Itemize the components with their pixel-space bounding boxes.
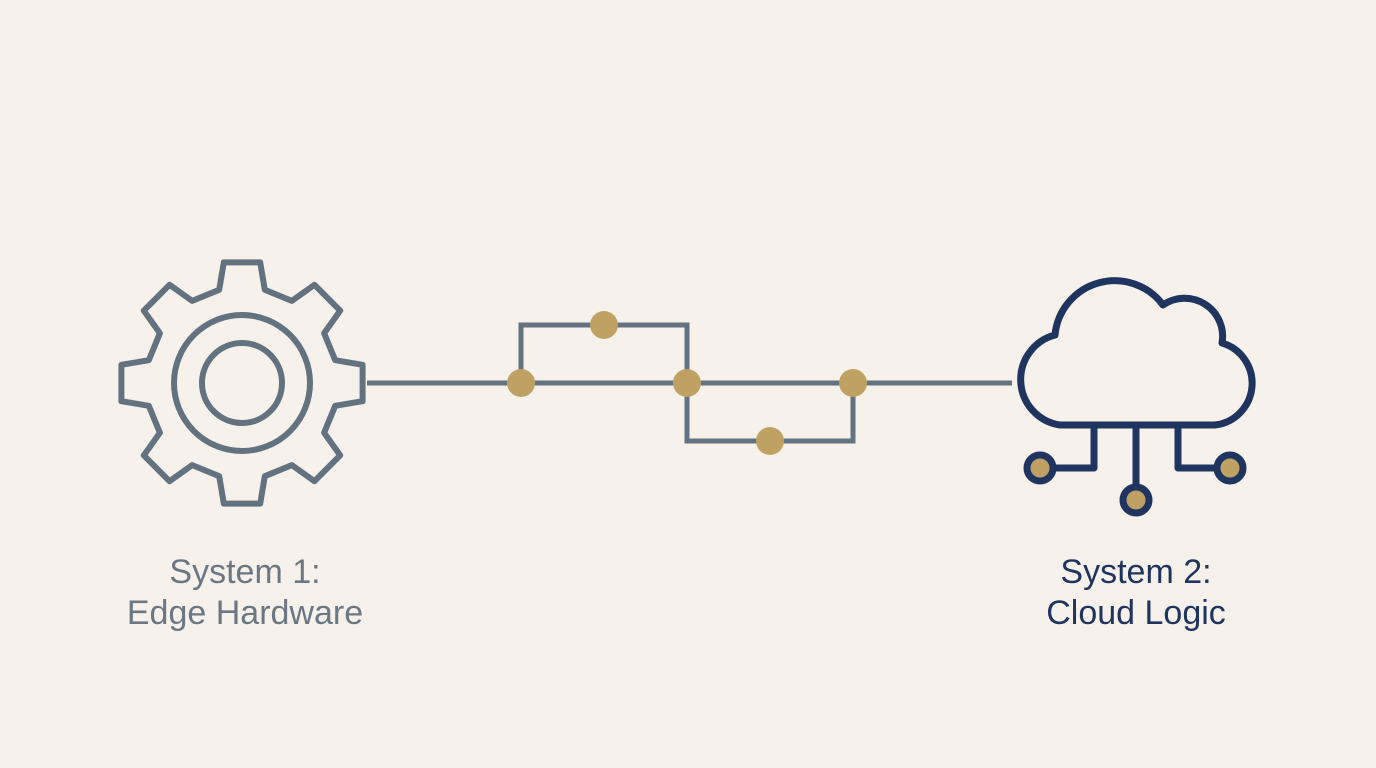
gear-outline	[118, 259, 366, 507]
circuit-node	[590, 311, 618, 339]
circuit-nodes	[507, 311, 867, 455]
cloud-link-right	[1174, 425, 1216, 472]
system1-label: System 1: Edge Hardware	[45, 552, 445, 634]
circuit-node	[507, 369, 535, 397]
circuit-node	[673, 369, 701, 397]
cloud-node-center	[1119, 483, 1153, 517]
cloud-node-left	[1023, 451, 1057, 485]
circuit-node	[839, 369, 867, 397]
cloud-node-right	[1213, 451, 1247, 485]
system2-subtitle: Cloud Logic	[1046, 594, 1226, 632]
gear-inner-ring	[199, 340, 285, 426]
gear-outer-ring	[171, 312, 313, 454]
system1-title: System 1:	[169, 553, 321, 591]
circuit-node	[756, 427, 784, 455]
gear-icon	[118, 259, 366, 507]
cloud-outline	[1017, 277, 1256, 429]
cloud-link-left	[1054, 425, 1098, 472]
cloud-network-icon	[1017, 277, 1256, 517]
system1-subtitle: Edge Hardware	[126, 594, 364, 632]
system2-title: System 2:	[1060, 553, 1212, 591]
system2-label: System 2: Cloud Logic	[936, 552, 1336, 634]
